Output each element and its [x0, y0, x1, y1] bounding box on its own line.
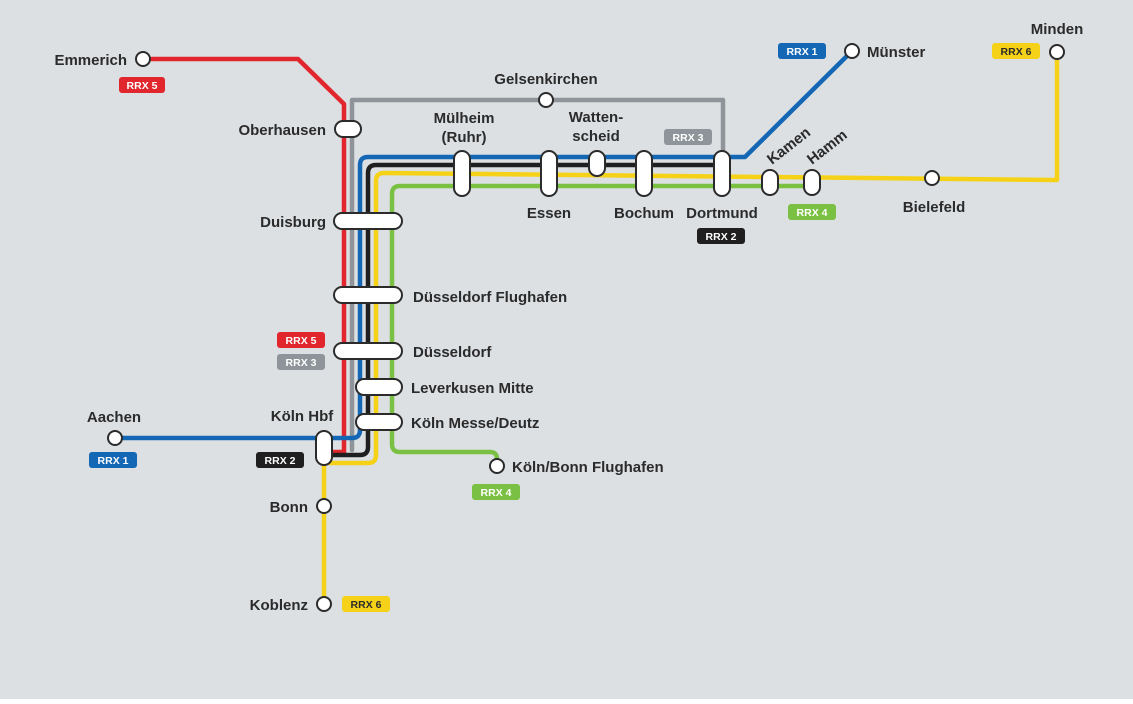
line-rrx3	[349, 97, 726, 453]
line-rrx5	[149, 56, 347, 455]
badge-dortmund-rrx3: RRX 3	[664, 129, 712, 145]
badge-duesseldorf-rrx3: RRX 3	[277, 354, 325, 370]
station-label-aachen: Aachen	[87, 409, 141, 426]
badge-bg	[89, 452, 137, 468]
station-label-muenster: Münster	[867, 44, 926, 61]
badge-label: RRX 1	[98, 455, 129, 467]
station-label-emmerich: Emmerich	[54, 52, 127, 69]
station-label-bielefeld: Bielefeld	[903, 199, 966, 216]
badge-hamm-rrx4: RRX 4	[788, 204, 836, 220]
badge-bg	[277, 354, 325, 370]
station-label-leverkusen: Leverkusen Mitte	[411, 380, 534, 397]
line-rrx4	[389, 183, 815, 469]
station-marker-muelheim[interactable]	[453, 150, 471, 197]
badge-label: RRX 4	[797, 207, 828, 219]
station-label-duisburg: Duisburg	[260, 214, 326, 231]
badge-label: RRX 6	[351, 599, 382, 611]
station-label-muelheim-line2: (Ruhr)	[442, 129, 487, 146]
station-marker-leverkusen[interactable]	[355, 378, 403, 396]
station-marker-essen[interactable]	[540, 150, 558, 197]
station-marker-emmerich[interactable]	[135, 51, 151, 67]
station-marker-muenster[interactable]	[844, 43, 860, 59]
badge-bg	[277, 332, 325, 348]
badge-aachen-rrx1: RRX 1	[89, 452, 137, 468]
badge-bg	[697, 228, 745, 244]
badge-emmerich-rrx5: RRX 5	[119, 77, 165, 93]
station-label-minden: Minden	[1031, 21, 1084, 38]
badge-muenster-rrx1: RRX 1	[778, 43, 826, 59]
station-marker-duisburg[interactable]	[333, 212, 403, 230]
station-marker-dortmund[interactable]	[713, 150, 731, 197]
station-marker-wattenscheid[interactable]	[588, 150, 606, 177]
badge-bg	[992, 43, 1040, 59]
station-marker-oberhausen[interactable]	[334, 120, 362, 138]
station-marker-bielefeld[interactable]	[924, 170, 940, 186]
line-rrx6	[321, 49, 1060, 607]
badge-label: RRX 1	[787, 46, 818, 58]
station-label-dortmund: Dortmund	[686, 205, 758, 222]
badge-bg	[664, 129, 712, 145]
station-label-oberhausen: Oberhausen	[238, 122, 326, 139]
badge-koblenz-rrx6: RRX 6	[342, 596, 390, 612]
station-label-duesseldorf: Düsseldorf	[413, 344, 492, 361]
badge-label: RRX 2	[265, 455, 296, 467]
badge-label: RRX 2	[706, 231, 737, 243]
station-marker-duesseldorf-flughafen[interactable]	[333, 286, 403, 304]
station-marker-koeln-bonn[interactable]	[489, 458, 505, 474]
badge-label: RRX 5	[127, 80, 158, 92]
badge-bg	[119, 77, 165, 93]
station-label-muelheim-line1: Mülheim	[434, 110, 495, 127]
station-marker-kamen[interactable]	[761, 169, 779, 196]
badge-label: RRX 3	[673, 132, 704, 144]
badge-koeln-hbf-rrx2: RRX 2	[256, 452, 304, 468]
station-marker-bonn[interactable]	[316, 498, 332, 514]
station-marker-bochum[interactable]	[635, 150, 653, 197]
station-label-duesseldorf-flughafen: Düsseldorf Flughafen	[413, 289, 567, 306]
badge-label: RRX 6	[1001, 46, 1032, 58]
badge-label: RRX 4	[481, 487, 512, 499]
station-marker-gelsenkirchen[interactable]	[538, 92, 554, 108]
station-marker-aachen[interactable]	[107, 430, 123, 446]
station-marker-koblenz[interactable]	[316, 596, 332, 612]
station-marker-koeln-messe[interactable]	[355, 413, 403, 431]
station-label-gelsenkirchen: Gelsenkirchen	[494, 71, 597, 88]
station-marker-hamm[interactable]	[803, 169, 821, 196]
station-label-wattenscheid-line1: Watten-	[569, 109, 623, 126]
badge-bg	[342, 596, 390, 612]
badge-dortmund-rrx2: RRX 2	[697, 228, 745, 244]
line-rrx1	[112, 48, 855, 441]
station-marker-duesseldorf[interactable]	[333, 342, 403, 360]
badge-bg	[788, 204, 836, 220]
badge-minden-rrx6: RRX 6	[992, 43, 1040, 59]
station-label-koeln-bonn: Köln/Bonn Flughafen	[512, 459, 664, 476]
badge-label: RRX 3	[286, 357, 317, 369]
station-label-essen: Essen	[527, 205, 571, 222]
badge-label: RRX 5	[286, 335, 317, 347]
station-label-wattenscheid-line2: scheid	[572, 128, 620, 145]
station-label-koeln-messe: Köln Messe/Deutz	[411, 415, 539, 432]
station-marker-minden[interactable]	[1049, 44, 1065, 60]
line-rrx2	[325, 162, 726, 458]
badge-bg	[778, 43, 826, 59]
badge-koeln-bonn-rrx4: RRX 4	[472, 484, 520, 500]
station-label-bochum: Bochum	[614, 205, 674, 222]
station-label-koblenz: Koblenz	[250, 597, 308, 614]
station-label-bonn: Bonn	[270, 499, 308, 516]
badge-bg	[472, 484, 520, 500]
station-label-koeln-hbf: Köln Hbf	[271, 408, 334, 425]
station-marker-koeln-hbf[interactable]	[315, 430, 333, 466]
badge-duesseldorf-rrx5: RRX 5	[277, 332, 325, 348]
badge-bg	[256, 452, 304, 468]
